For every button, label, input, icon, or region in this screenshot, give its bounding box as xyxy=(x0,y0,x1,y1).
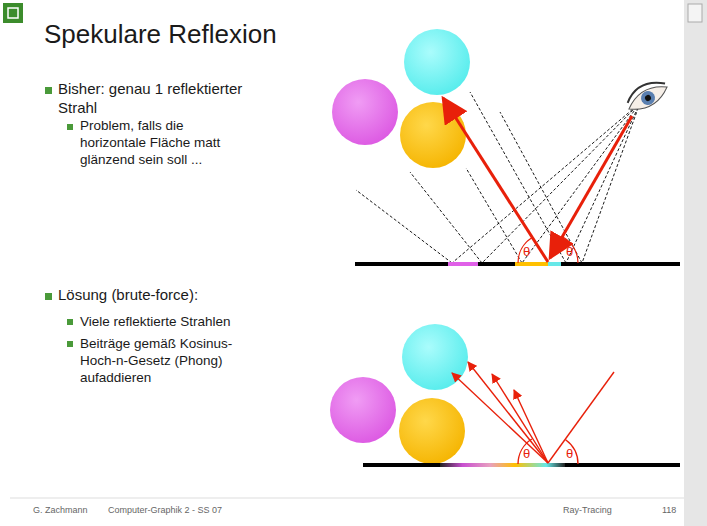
side-bar xyxy=(684,0,707,526)
footer-text: Computer-Graphik 2 - SS 07 xyxy=(108,505,222,516)
footer-text: 118 xyxy=(662,505,676,516)
logo xyxy=(3,3,23,23)
side-icon xyxy=(688,4,702,22)
sub-bullet-text: Beiträge gemäß Kosinus-Hoch-n-Gesetz (Ph… xyxy=(80,336,248,387)
footer-rule xyxy=(10,498,684,499)
sub-bullet-text: Problem, falls die horizontale Fläche ma… xyxy=(80,118,245,169)
footer-text: G. Zachmann xyxy=(33,505,88,516)
sub-bullet-text: Viele reflektierte Strahlen xyxy=(80,314,280,331)
angle-label: θ xyxy=(523,244,530,260)
footer-text: Ray-Tracing xyxy=(563,505,612,516)
bottom-scene xyxy=(330,324,680,467)
angle-label: θ xyxy=(566,446,573,462)
angle-label: θ xyxy=(566,244,573,260)
bullet-text: Bisher: genau 1 reflektierter Strahl xyxy=(58,80,273,118)
logo-mark xyxy=(8,8,18,18)
angle-label: θ xyxy=(523,446,530,462)
bullet-marks xyxy=(45,87,73,347)
top-scene xyxy=(332,29,680,266)
slide-title: Spekulare Reflexion xyxy=(44,18,277,51)
bullet-text: Lösung (brute-force): xyxy=(58,286,273,305)
